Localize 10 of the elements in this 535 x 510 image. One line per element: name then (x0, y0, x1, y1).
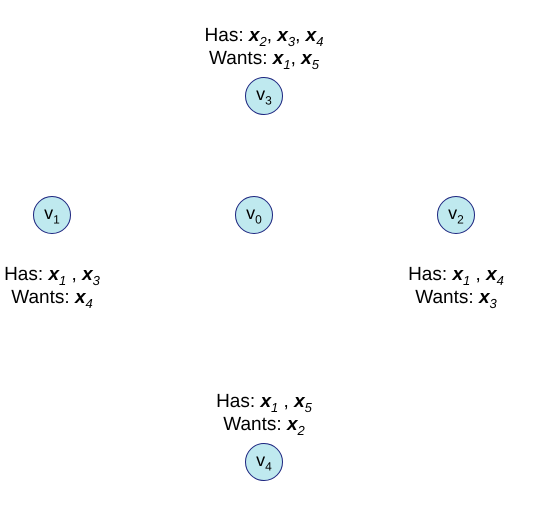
node-circle (437, 196, 475, 234)
node-label: v$_{3}$ (256, 85, 272, 107)
node-circle (245, 77, 283, 115)
node-label: v$_{2}$ (448, 204, 464, 226)
node-label: v$_{0}$ (246, 204, 262, 226)
node-circle (245, 443, 283, 481)
node-label: v$_{4}$ (256, 451, 272, 473)
node-circle (235, 196, 273, 234)
node-label: v$_{1}$ (44, 204, 60, 226)
node-circle (33, 196, 71, 234)
